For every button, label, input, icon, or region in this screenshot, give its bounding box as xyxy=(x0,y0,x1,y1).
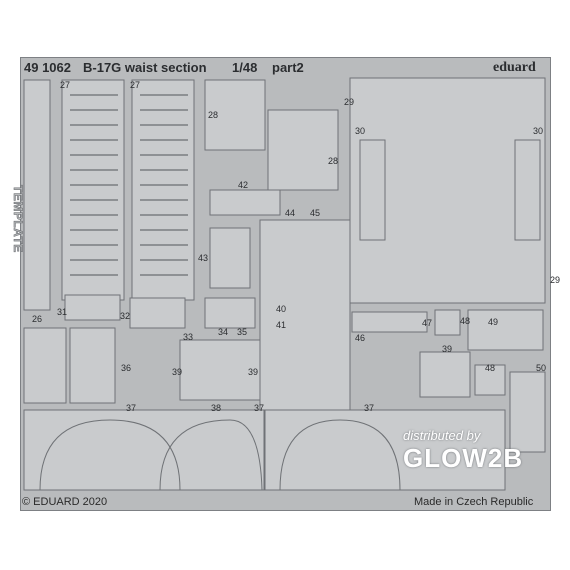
part-number: 38 xyxy=(211,403,222,413)
part-number: 39 xyxy=(442,344,453,354)
part-48-top xyxy=(434,309,461,336)
part-37-left xyxy=(23,409,265,491)
part-number: 29 xyxy=(550,275,561,285)
copyright: © EDUARD 2020 xyxy=(22,496,108,508)
part-36-right xyxy=(69,327,116,404)
part-49 xyxy=(467,309,544,351)
part-number: 30 xyxy=(533,126,544,136)
country-of-origin: Made in Czech Republic xyxy=(414,496,534,508)
part-32 xyxy=(129,297,186,329)
part-label: part2 xyxy=(272,60,304,75)
part-30-right xyxy=(514,139,541,241)
part-37-right xyxy=(264,409,506,491)
part-number: 37 xyxy=(254,403,265,413)
part-number: 40 xyxy=(276,304,287,314)
brand-logo: eduard xyxy=(493,60,536,75)
part-50 xyxy=(509,371,546,453)
part-number: 30 xyxy=(355,126,366,136)
part-46-47 xyxy=(351,311,428,333)
part-number: 50 xyxy=(536,363,547,373)
part-number: 27 xyxy=(60,80,71,90)
part-43 xyxy=(209,227,251,289)
part-number: 28 xyxy=(328,156,339,166)
template-strip xyxy=(23,79,51,311)
part-number: 46 xyxy=(355,333,366,343)
template-label: TEMPLATE xyxy=(11,185,26,253)
part-27-right xyxy=(131,79,195,301)
part-number: 32 xyxy=(120,311,131,321)
part-number: 35 xyxy=(237,327,248,337)
part-34-35 xyxy=(204,297,256,329)
part-number: 37 xyxy=(364,403,375,413)
part-number: 31 xyxy=(57,307,68,317)
part-number: 45 xyxy=(310,208,321,218)
part-number: 44 xyxy=(285,208,296,218)
part-30-left xyxy=(359,139,386,241)
part-number: 49 xyxy=(488,317,499,327)
catalog-number: 49 1062 xyxy=(24,60,71,75)
set-title: B-17G waist section xyxy=(83,60,207,75)
part-number: 28 xyxy=(208,110,219,120)
part-number: 34 xyxy=(218,327,229,337)
part-39-right xyxy=(419,351,471,398)
part-31 xyxy=(64,294,121,321)
watermark: distributed by GLOW2B xyxy=(403,428,523,471)
part-44-45-panel xyxy=(259,219,351,411)
watermark-logo: GLOW2B xyxy=(403,443,524,473)
part-number: 47 xyxy=(422,318,433,328)
part-number: 29 xyxy=(344,97,355,107)
part-number: 27 xyxy=(130,80,141,90)
part-42 xyxy=(209,189,281,216)
part-36-left xyxy=(23,327,67,404)
part-number: 39 xyxy=(248,367,259,377)
scale-label: 1/48 xyxy=(232,60,258,75)
part-33-39 xyxy=(179,339,261,401)
part-number: 37 xyxy=(126,403,137,413)
watermark-line1: distributed by xyxy=(403,428,481,443)
part-number: 41 xyxy=(276,320,287,330)
part-28-right xyxy=(267,109,339,191)
part-number: 48 xyxy=(485,363,496,373)
part-28-left xyxy=(204,79,266,151)
part-number: 42 xyxy=(238,180,249,190)
part-number: 48 xyxy=(460,316,471,326)
part-27-left xyxy=(61,79,125,301)
part-number: 33 xyxy=(183,332,194,342)
part-number: 43 xyxy=(198,253,209,263)
part-48-bottom xyxy=(474,364,506,396)
part-number: 26 xyxy=(32,314,43,324)
part-number: 36 xyxy=(121,363,132,373)
part-number: 39 xyxy=(172,367,183,377)
